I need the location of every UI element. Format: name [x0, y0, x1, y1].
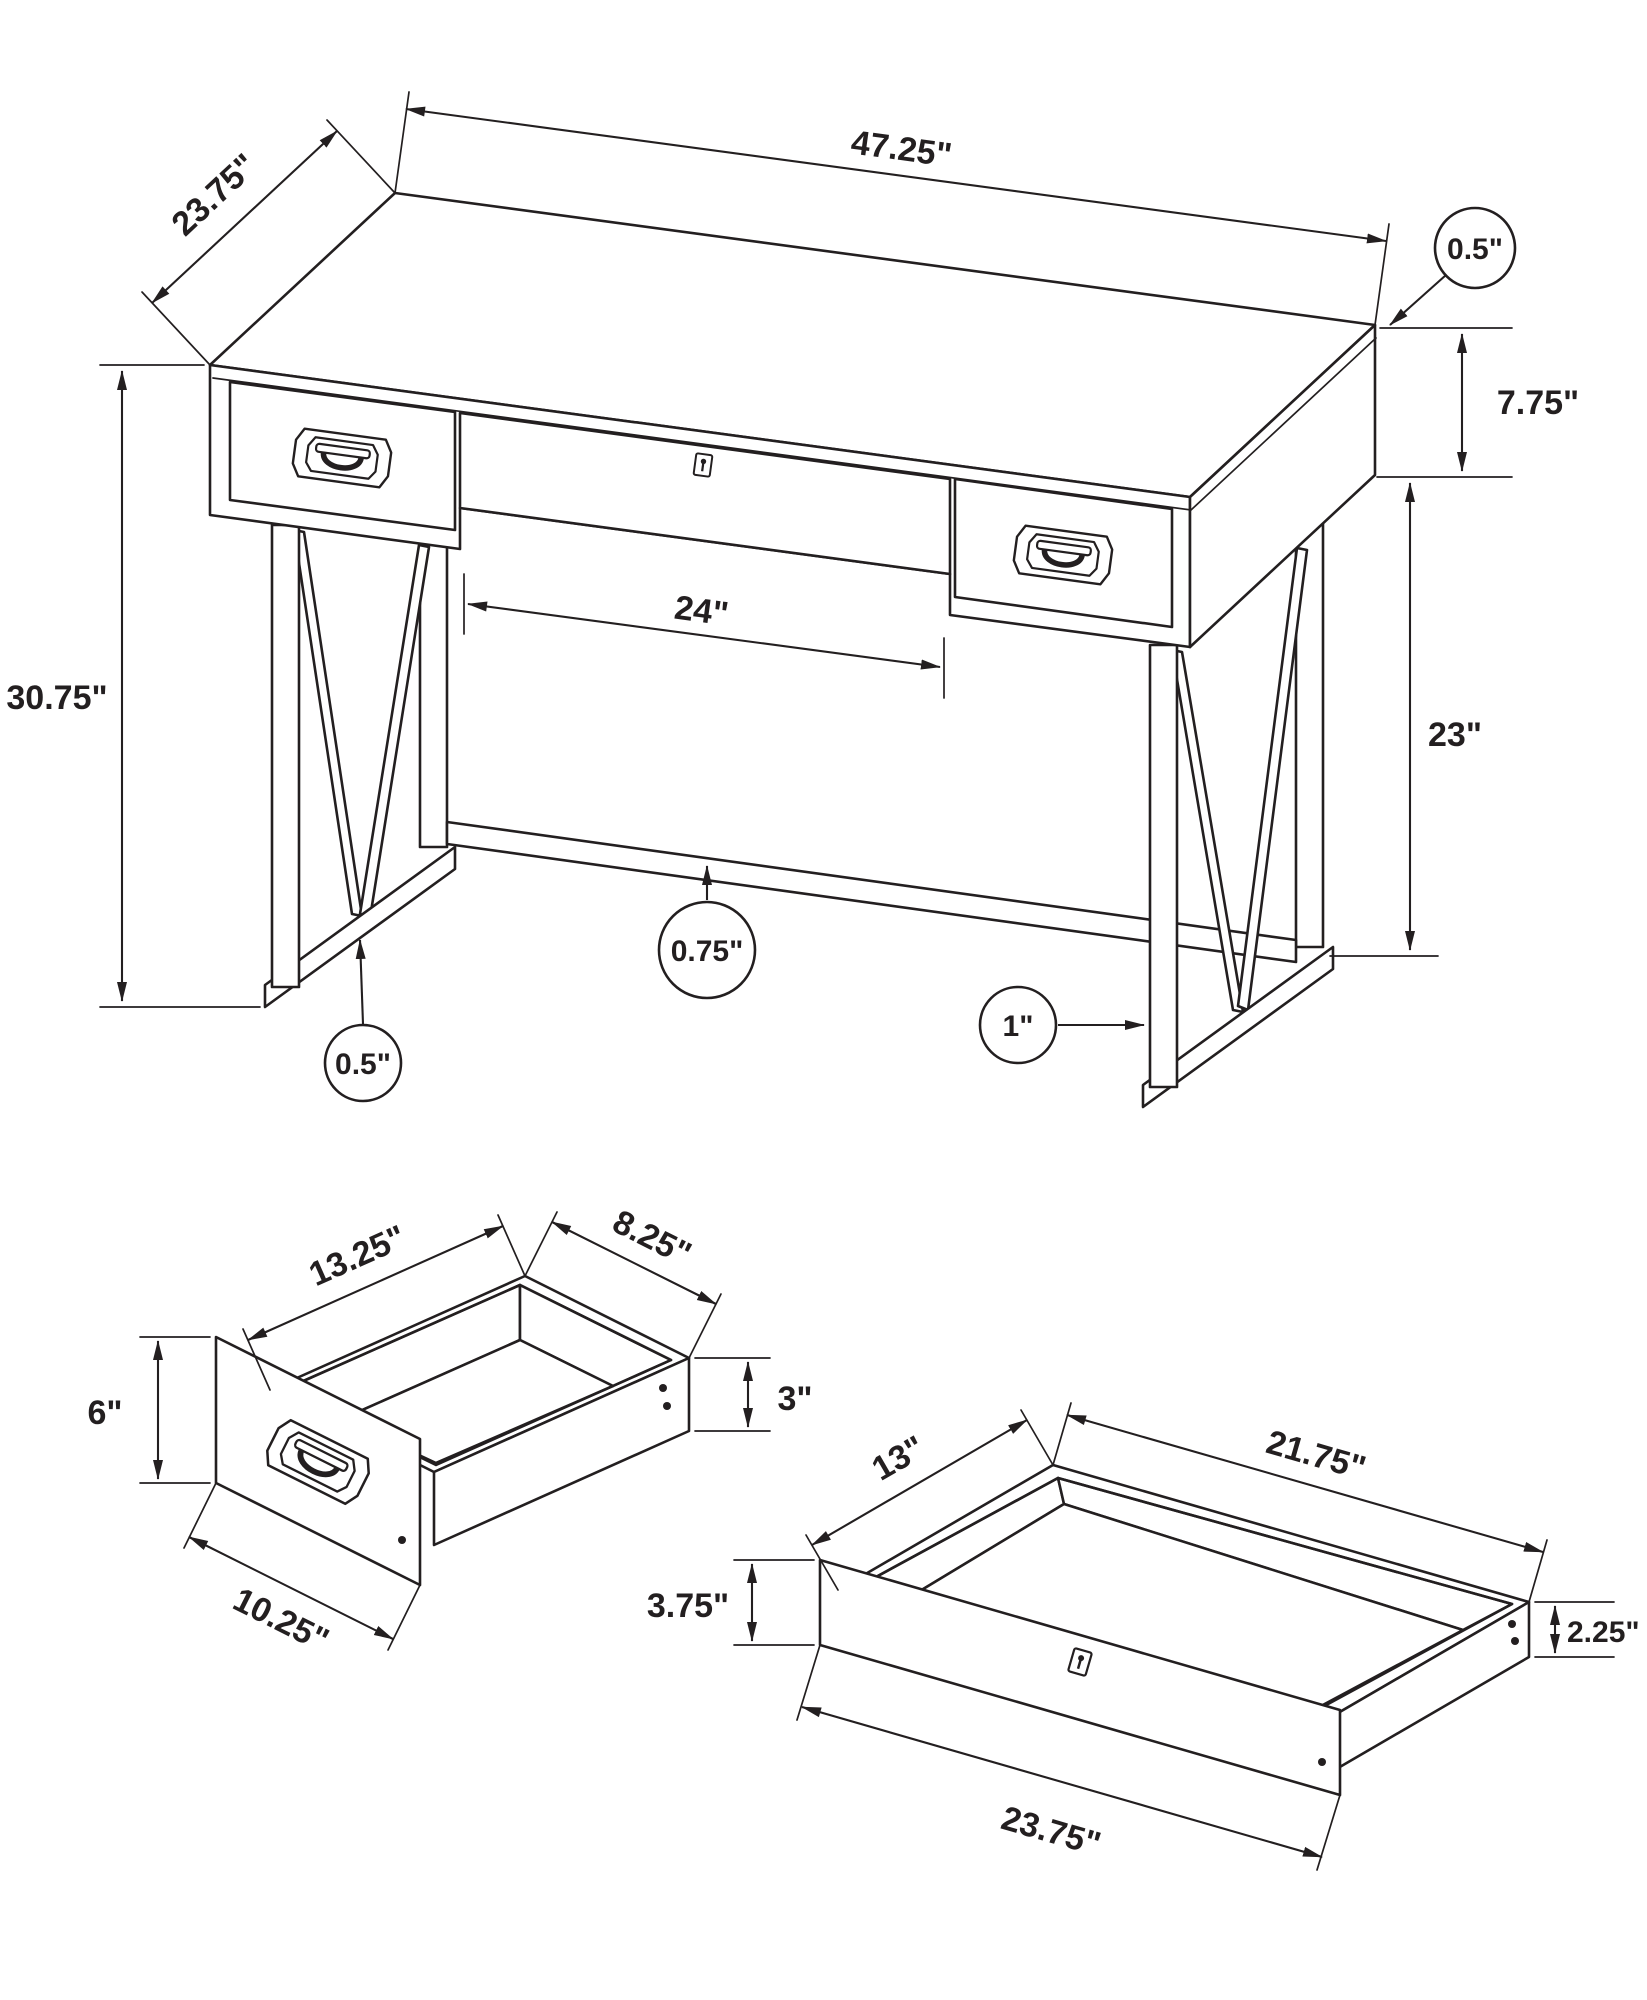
dim-center-drawer-box-height: 2.25" [1534, 1601, 1640, 1658]
callout-circle [323, 1023, 403, 1103]
dim-desk-apron-height: 7.75" [1376, 327, 1579, 478]
side-drawer-right-wall [432, 1356, 691, 1547]
extension-line [326, 119, 396, 194]
desk-top-thickness-line [212, 337, 1377, 511]
desk-depth-label: 23.75" [165, 147, 265, 244]
desk-stretcher-thickness-label: 0.75" [671, 935, 744, 968]
side-drawer-drawing [214, 1274, 691, 1587]
dim-side-drawer-box-height: 3" [694, 1357, 813, 1432]
dim-desk-brace-thickness: 0.5" [323, 939, 403, 1103]
desk-leg-post-width-label: 1" [1003, 1010, 1034, 1043]
desk-brace-thickness-label: 0.5" [335, 1048, 391, 1081]
desk-left-v-brace [292, 528, 364, 918]
dim-desk-knee-clearance: 24" [463, 573, 945, 699]
screw-dot [398, 1536, 406, 1544]
desk-top-thickness-label: 0.5" [1447, 233, 1503, 266]
dim-center-drawer-face-height: 3.75" [647, 1559, 815, 1646]
desk-right-front-leg [1148, 643, 1179, 1089]
screw-dot [1318, 1758, 1326, 1766]
dim-desk-leg-height: 23" [1329, 482, 1482, 957]
dimension-arrow [151, 130, 338, 304]
desk-width-label: 47.25" [849, 123, 954, 174]
desk-left-foot-bar [263, 845, 457, 1009]
desk-apron-height-label: 7.75" [1497, 384, 1579, 422]
side-drawer-face-width-label: 10.25" [227, 1581, 335, 1660]
callout-circle [978, 985, 1058, 1065]
desk-leg-height-label: 23" [1428, 716, 1482, 754]
desk-overall-height-label: 30.75" [6, 679, 107, 717]
desk-drawing [208, 191, 1377, 1109]
dimension-arrow [467, 601, 941, 670]
side-drawer-face-height-label: 6" [87, 1394, 122, 1432]
leader-arrow [355, 939, 366, 1025]
center-drawer-box-height-label: 2.25" [1567, 1616, 1640, 1649]
dimension-arrow [801, 1705, 1323, 1859]
center-drawer-face-width-label: 23.75" [997, 1799, 1105, 1863]
dim-desk-top-thickness: 0.5" [1389, 206, 1517, 326]
desk-stretcher-bar [445, 820, 1298, 964]
center-drawer-depth-label: 13" [866, 1429, 932, 1489]
extension-line [1020, 1409, 1054, 1466]
side-drawer-width-label: 8.25" [607, 1203, 698, 1274]
dim-desk-stretcher-thickness: 0.75" [657, 865, 757, 1000]
extension-line [1052, 1402, 1072, 1466]
callout-circle [657, 900, 757, 1000]
dimension-arrow [405, 106, 1387, 244]
extension-line [141, 291, 211, 366]
dimension-arrow [1066, 1413, 1544, 1554]
side-drawer-box-height-label: 3" [777, 1380, 812, 1418]
extension-line [497, 1214, 526, 1277]
extension-line [796, 1644, 821, 1721]
extension-line [1316, 1794, 1341, 1871]
dimension-arrow [247, 1225, 504, 1341]
desk-center-drawer-front [458, 411, 952, 576]
desk-right-side-panel [1188, 323, 1377, 649]
center-drawer-face-height-label: 3.75" [647, 1587, 729, 1625]
side-drawer-depth-label: 13.25" [304, 1218, 412, 1294]
extension-line [183, 1482, 217, 1549]
callout-circle [1433, 206, 1517, 290]
dimension-arrow [188, 1536, 394, 1640]
center-drawer-inner-width-label: 21.75" [1262, 1423, 1370, 1487]
extension-line [1528, 1539, 1548, 1603]
dimension-arrow [811, 1419, 1028, 1546]
dim-desk-overall-height: 30.75" [6, 364, 261, 1008]
desk-left-front-leg [270, 523, 301, 989]
lock-icon [692, 452, 714, 478]
dimension-arrow [551, 1221, 717, 1305]
desk-right-v-brace [1170, 648, 1245, 1014]
dim-desk-leg-post-width: 1" [978, 985, 1145, 1065]
desk-left-v-brace [358, 543, 431, 920]
extension-line [387, 1584, 421, 1651]
desk-knee-clearance-label: 24" [672, 589, 731, 634]
screw-dot [659, 1384, 667, 1392]
extension-line [394, 91, 410, 194]
screw-dot [663, 1402, 671, 1410]
dim-side-drawer-face-height: 6" [87, 1336, 211, 1484]
screw-dot [1511, 1637, 1519, 1645]
screw-dot [1508, 1620, 1516, 1628]
desk-right-foot-bar [1141, 945, 1335, 1109]
center-drawer-drawing [818, 1463, 1531, 1797]
leader-arrow [1389, 274, 1447, 326]
